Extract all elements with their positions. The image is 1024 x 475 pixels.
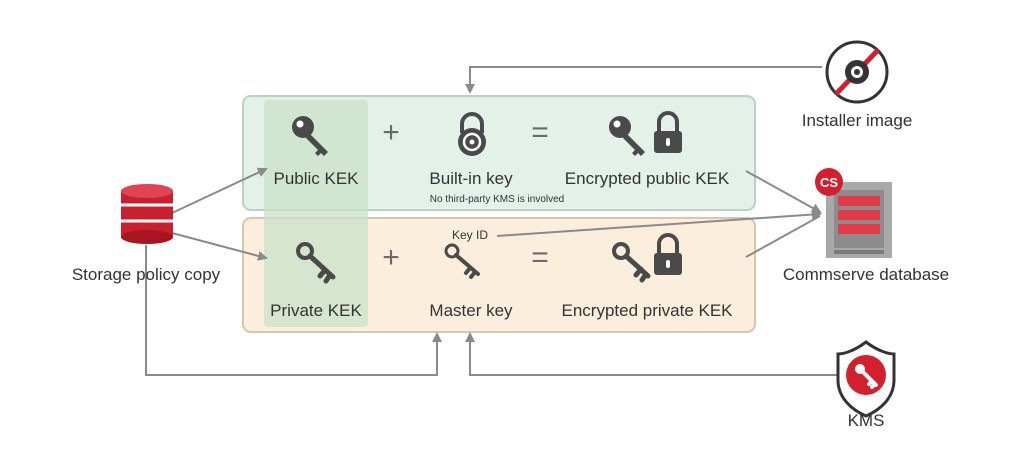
- cs-badge: CS: [815, 168, 843, 196]
- arrow-public-result-to-commserve: [745, 170, 822, 213]
- private-kek-key-icon: [296, 242, 336, 284]
- public-kek-label: Public KEK: [273, 169, 359, 188]
- private-equals-sign: =: [531, 241, 549, 274]
- disc-icon: [825, 40, 889, 104]
- public-equals-sign: =: [531, 116, 549, 149]
- arrow-storage-to-master-key: [145, 245, 442, 376]
- arrow-installer-to-builtin: [465, 66, 822, 94]
- builtin-key-padlock-icon: [458, 112, 486, 156]
- arrow-storage-to-private-kek: [171, 232, 268, 261]
- public-plus-sign: +: [382, 116, 400, 149]
- shield-key-icon: [836, 340, 896, 418]
- encrypted-private-kek-label: Encrypted private KEK: [561, 301, 733, 320]
- builtin-key-note: No third-party KMS is involved: [429, 194, 565, 205]
- private-kek-label: Private KEK: [270, 301, 362, 320]
- encrypted-public-kek-label: Encrypted public KEK: [564, 169, 730, 188]
- commserve-database-label: Commserve database: [782, 265, 950, 284]
- arrow-kms-to-master-key: [465, 332, 838, 376]
- storage-policy-label: Storage policy copy: [71, 265, 221, 284]
- server-icon: [826, 182, 892, 258]
- master-key-icon: [444, 243, 480, 279]
- installer-image-label: Installer image: [801, 111, 913, 130]
- kek-column-highlight: [264, 100, 368, 327]
- database-icon: [121, 184, 173, 244]
- master-key-label: Master key: [429, 301, 513, 320]
- arrow-keyid-to-commserve: [496, 209, 822, 237]
- arrow-private-result-to-commserve: [745, 215, 821, 258]
- encrypted-private-key-icon: [612, 242, 651, 283]
- kms-label: KMS: [847, 411, 885, 430]
- key-id-label: Key ID: [452, 228, 489, 242]
- builtin-key-label: Built-in key: [429, 169, 513, 188]
- cs-badge-label: CS: [820, 175, 838, 190]
- private-plus-sign: +: [382, 241, 400, 274]
- arrow-storage-to-public-kek: [171, 167, 268, 214]
